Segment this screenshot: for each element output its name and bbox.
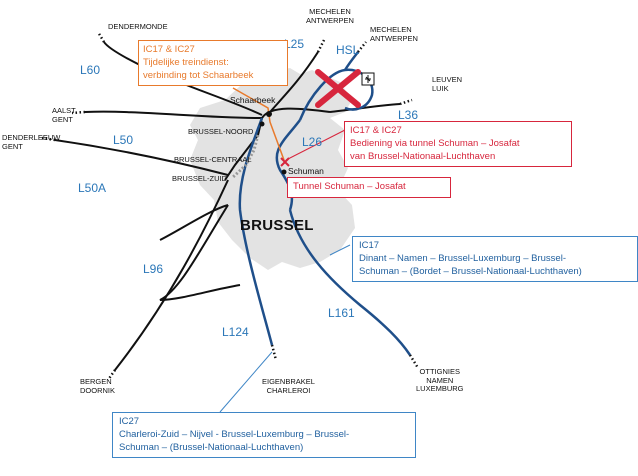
line-schaarbeek-link — [261, 107, 331, 119]
station-label-schaarbeek: Schaarbeek — [230, 95, 276, 105]
station-label-schuman: Schuman — [288, 166, 324, 176]
line-l96 — [114, 179, 229, 371]
line-label-l36: L36 — [398, 108, 419, 122]
line-bergen-tail — [159, 204, 229, 241]
dest-bergen: BERGEN DOORNIK — [80, 377, 116, 395]
callout-tunnel-service: IC17 & IC27 Bediening via tunnel Schuman… — [344, 121, 572, 168]
closed-cross-icon — [315, 69, 361, 108]
dest-mechelen-left: MECHELEN ANTWERPEN — [306, 7, 354, 25]
dest-eigenbrakel: EIGENBRAKEL CHARLEROI — [262, 377, 315, 395]
city-label-brussel: BRUSSEL — [240, 217, 314, 234]
airport-icon — [361, 72, 375, 86]
closed-section — [230, 134, 260, 180]
brussels-region-area — [190, 68, 355, 270]
line-label-l161: L161 — [328, 306, 355, 320]
station-dot-noord — [259, 121, 265, 127]
line-l50 — [84, 110, 263, 119]
callout-tunnel-name: Tunnel Schuman – Josafat — [287, 177, 451, 198]
line-l36 — [329, 103, 401, 113]
line-label-hsl: HSL — [336, 43, 360, 57]
station-label-zuid: BRUSSEL-ZUID — [172, 174, 228, 183]
station-dot-schaarbeek — [266, 111, 272, 117]
dest-mechelen-right: MECHELEN ANTWERPEN — [370, 25, 418, 43]
callout-leaders — [219, 129, 351, 413]
dest-denderleeuw: DENDERLEEUW GENT — [2, 133, 61, 151]
dest-leuven: LEUVEN LUIK — [432, 75, 463, 93]
station-dots — [259, 111, 287, 175]
callout-ic17: IC17 Dinant – Namen – Brussel-Luxemburg … — [352, 236, 638, 283]
line-label-l26: L26 — [302, 135, 323, 149]
callout-temporary-service: IC17 & IC27 Tijdelijke treindienst: verb… — [138, 40, 288, 87]
line-l25 — [269, 51, 319, 113]
dest-dendermonde: DENDERMONDE — [108, 22, 168, 31]
dest-ottignies: OTTIGNIES NAMEN LUXEMBURG — [416, 367, 464, 394]
line-label-l50a: L50A — [78, 181, 107, 195]
station-label-centraal: BRUSSEL-CENTRAAL — [174, 155, 252, 164]
line-l161 — [288, 209, 412, 356]
line-hsl-mechelen — [343, 51, 359, 71]
line-l96-branch — [159, 204, 241, 301]
dest-aalst: AALST GENT — [52, 106, 76, 124]
callout-ic27: IC27 Charleroi-Zuid – Nijvel - Brussel-L… — [112, 412, 416, 459]
line-label-l96: L96 — [143, 262, 164, 276]
station-dot-schuman — [281, 169, 287, 175]
rail-line-tails — [41, 31, 420, 381]
line-label-l124: L124 — [222, 325, 249, 339]
line-label-l60: L60 — [80, 63, 101, 77]
line-l50a — [54, 139, 229, 176]
line-l124 — [238, 117, 274, 346]
station-label-noord: BRUSSEL-NOORD — [188, 127, 254, 136]
line-label-l25: L25 — [284, 37, 305, 51]
line-label-l50: L50 — [113, 133, 134, 147]
